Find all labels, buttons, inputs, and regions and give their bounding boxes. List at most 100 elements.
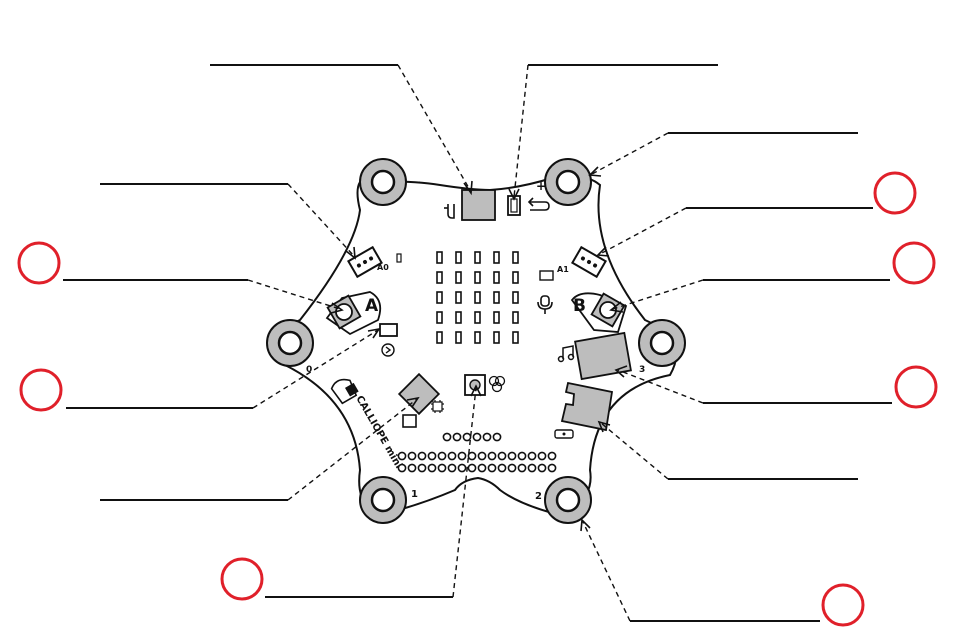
led — [493, 331, 500, 344]
red-marker-2 — [892, 241, 936, 285]
red-marker-4 — [821, 583, 865, 627]
led — [512, 251, 519, 264]
led — [512, 311, 519, 324]
led — [512, 331, 519, 344]
edge-pin — [507, 451, 517, 461]
edge-pin — [462, 432, 472, 442]
edge-pin — [482, 432, 492, 442]
button-a — [325, 291, 382, 336]
button-a-label: A — [365, 296, 379, 316]
edge-pin — [487, 451, 497, 461]
edge-pin — [457, 463, 467, 473]
grove-connector-a1 — [571, 245, 607, 279]
edge-pin — [547, 463, 557, 473]
edge-pin — [397, 463, 407, 473]
edge-pin — [437, 463, 447, 473]
calliope-logo — [330, 378, 359, 405]
led — [436, 251, 443, 264]
a0-marker — [396, 253, 402, 263]
grove-connector-a0 — [347, 245, 383, 279]
edge-pin — [397, 451, 407, 461]
leader-rgb-led — [265, 384, 482, 598]
red-marker-7 — [220, 557, 264, 601]
edge-pin — [437, 451, 447, 461]
edge-pin — [407, 463, 417, 473]
pad-1-label: 1 — [411, 489, 418, 500]
edge-pin — [497, 451, 507, 461]
led — [455, 271, 462, 284]
usb-connector — [461, 189, 496, 221]
processor — [397, 372, 441, 416]
chip-icon — [431, 400, 444, 413]
battery-connector-icon — [507, 195, 521, 216]
small-component — [402, 414, 417, 428]
edge-pin — [427, 451, 437, 461]
pad-3-label: 3 — [639, 365, 645, 375]
leader-pad-plus — [588, 132, 858, 177]
edge-pin — [527, 451, 537, 461]
leader-button-a — [63, 279, 344, 314]
button-b-label: B — [573, 296, 586, 316]
edge-pin — [537, 451, 547, 461]
leader-a0 — [100, 183, 356, 260]
edge-pin — [517, 463, 527, 473]
edge-pin — [417, 451, 427, 461]
led — [512, 291, 519, 304]
led — [493, 291, 500, 304]
microphone-icon — [537, 295, 553, 314]
leader-motor — [597, 420, 858, 480]
edge-connector — [397, 432, 557, 473]
red-marker-3 — [894, 365, 938, 409]
edge-pin — [527, 463, 537, 473]
leader-light-sensor — [66, 327, 381, 409]
led — [436, 311, 443, 324]
led — [436, 271, 443, 284]
led — [455, 291, 462, 304]
rgb-led-icon — [488, 375, 506, 393]
edge-pin — [467, 451, 477, 461]
led — [455, 331, 462, 344]
edge-pin — [517, 451, 527, 461]
edge-pin — [497, 463, 507, 473]
motor-driver — [560, 381, 614, 432]
edge-pin — [467, 463, 477, 473]
button-b — [570, 292, 628, 333]
led — [455, 251, 462, 264]
speaker — [574, 331, 632, 381]
leader-pad-2 — [580, 518, 820, 622]
pad-2-label: 2 — [535, 491, 542, 502]
edge-pin — [507, 463, 517, 473]
edge-pin — [487, 463, 497, 473]
red-marker-5 — [17, 241, 61, 285]
led — [474, 271, 481, 284]
edge-pin — [477, 463, 487, 473]
music-note-icon — [557, 345, 575, 363]
pad-2 — [544, 476, 592, 524]
usb-icon — [444, 204, 455, 219]
pad-0-label: 0 — [306, 365, 312, 375]
led — [512, 271, 519, 284]
pad-plus — [544, 158, 592, 206]
leader-battery — [508, 64, 718, 201]
reset-icon — [527, 197, 550, 211]
led — [474, 311, 481, 324]
edge-pin — [457, 451, 467, 461]
leader-speaker — [614, 365, 892, 404]
leader-usb — [210, 64, 473, 196]
edge-pin — [447, 463, 457, 473]
pad-1 — [359, 476, 407, 524]
pad-plus-label: + — [536, 179, 546, 193]
edge-pin — [547, 451, 557, 461]
pad-0 — [266, 319, 314, 367]
led — [493, 271, 500, 284]
pad-minus — [359, 158, 407, 206]
led — [436, 291, 443, 304]
edge-pin — [447, 451, 457, 461]
connector-a1-label: A1 — [557, 265, 569, 274]
leader-button-b — [609, 279, 890, 313]
edge-pin — [407, 451, 417, 461]
pad-minus-label: − — [411, 175, 421, 189]
led — [474, 251, 481, 264]
edge-pin — [452, 432, 462, 442]
